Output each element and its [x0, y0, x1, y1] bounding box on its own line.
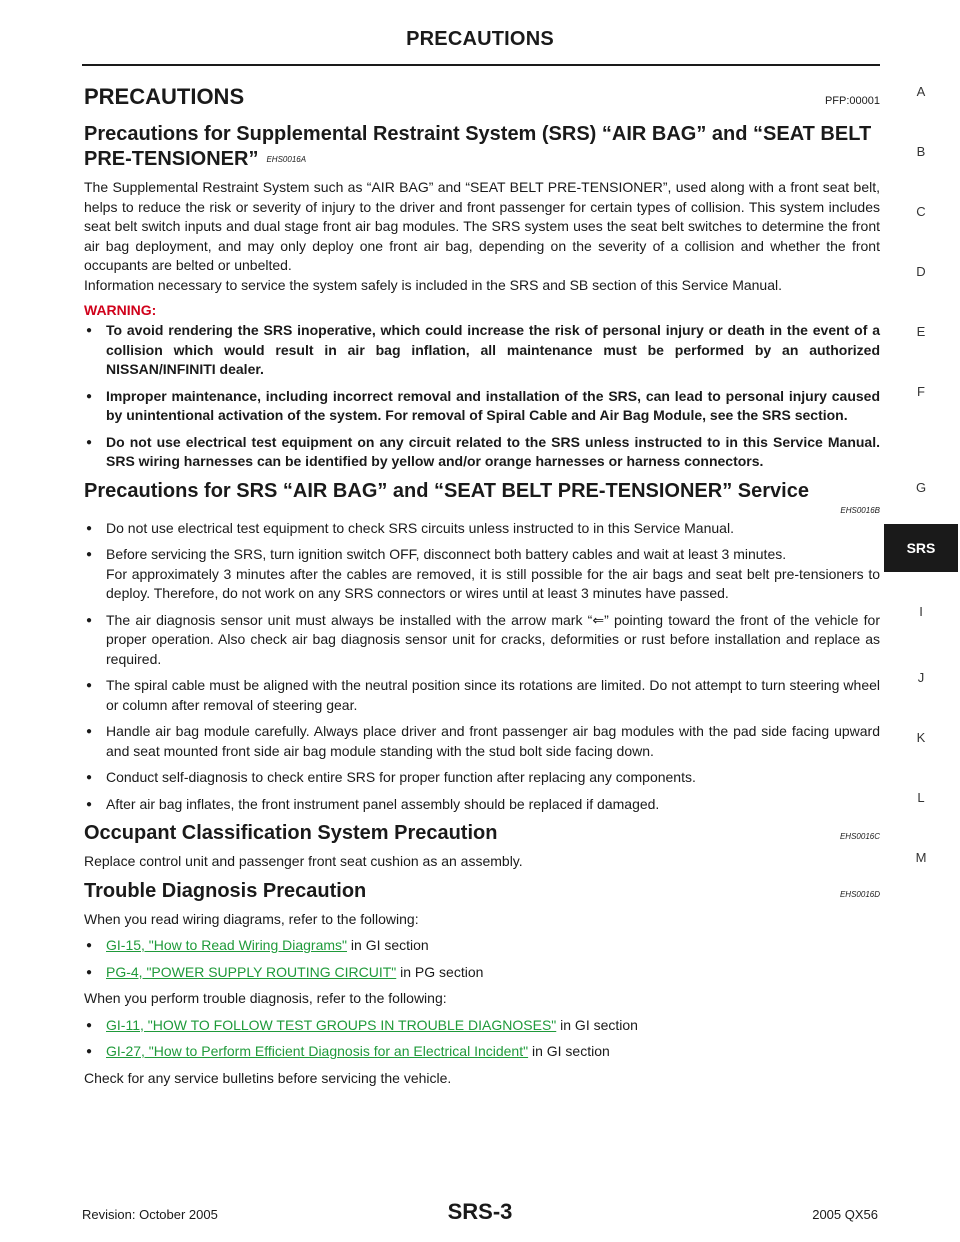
side-index-item-k[interactable]: K: [916, 730, 926, 745]
reference-item: GI-15, "How to Read Wiring Diagrams" in …: [84, 936, 880, 956]
section-srs-paragraph-2: Information necessary to service the sys…: [84, 276, 782, 293]
warning-list: To avoid rendering the SRS inoperative, …: [84, 321, 880, 472]
section-occupant-code: EHS0016C: [839, 832, 880, 842]
main-title-row: PRECAUTIONS PFP:00001: [84, 84, 880, 110]
side-index-item-c[interactable]: C: [916, 204, 926, 219]
section-srs-paragraph: The Supplemental Restraint System such a…: [84, 179, 880, 274]
section-service-heading-row: Precautions for SRS “AIR BAG” and “SEAT …: [84, 479, 880, 504]
side-index-item-srs-active[interactable]: SRS: [884, 524, 958, 572]
section-service-code: EHS0016B: [840, 505, 880, 515]
side-index-item-i[interactable]: I: [919, 604, 923, 619]
service-item: Handle air bag module carefully. Always …: [84, 722, 880, 761]
trouble-intro-2: When you perform trouble diagnosis, refe…: [84, 990, 447, 1007]
section-trouble-heading: Trouble Diagnosis Precaution: [84, 879, 367, 902]
service-list: Do not use electrical test equipment to …: [84, 519, 880, 815]
link-gi-27[interactable]: GI-27, "How to Perform Efficient Diagnos…: [106, 1043, 529, 1060]
section-trouble-code: EHS0016D: [839, 889, 880, 899]
page-footer: Revision: October 2005 SRS-3 2005 QX56: [82, 1199, 878, 1224]
link-pg-4[interactable]: PG-4, "POWER SUPPLY ROUTING CIRCUIT": [106, 963, 397, 980]
page-header-title: PRECAUTIONS: [406, 28, 554, 50]
side-index-item-d[interactable]: D: [916, 264, 926, 279]
side-index-item-j[interactable]: J: [917, 670, 925, 685]
reference-item: GI-11, "HOW TO FOLLOW TEST GROUPS IN TRO…: [84, 1016, 880, 1036]
section-srs-code: EHS0016A: [266, 155, 307, 165]
main-title-code: PFP:00001: [824, 95, 880, 107]
warning-item: Do not use electrical test equipment on …: [84, 433, 880, 472]
warning-label: WARNING:: [84, 302, 157, 319]
side-index-item-l[interactable]: L: [917, 790, 925, 805]
side-index-item-b[interactable]: B: [916, 144, 926, 159]
section-srs-heading-row: Precautions for Supplemental Restraint S…: [84, 122, 880, 172]
link-gi-15[interactable]: GI-15, "How to Read Wiring Diagrams": [106, 937, 348, 954]
main-content: PRECAUTIONS PFP:00001 Precautions for Su…: [84, 80, 880, 1095]
reference-item: GI-27, "How to Perform Efficient Diagnos…: [84, 1042, 880, 1062]
side-index-item-m[interactable]: M: [915, 850, 927, 865]
link-gi-11[interactable]: GI-11, "HOW TO FOLLOW TEST GROUPS IN TRO…: [106, 1016, 557, 1033]
trouble-intro-1: When you read wiring diagrams, refer to …: [84, 910, 419, 927]
service-item: Before servicing the SRS, turn ignition …: [84, 545, 880, 604]
service-item: Conduct self-diagnosis to check entire S…: [84, 768, 880, 788]
footer-revision: Revision: October 2005: [82, 1207, 218, 1222]
side-index-item-f[interactable]: F: [917, 384, 925, 399]
header-rule: [82, 64, 880, 66]
footer-model: 2005 QX56: [812, 1207, 878, 1222]
side-index-item-g[interactable]: G: [915, 480, 927, 495]
section-occupant-paragraph: Replace control unit and passenger front…: [84, 853, 523, 870]
reference-item: PG-4, "POWER SUPPLY ROUTING CIRCUIT" in …: [84, 963, 880, 983]
warning-item: To avoid rendering the SRS inoperative, …: [84, 321, 880, 380]
main-title: PRECAUTIONS: [84, 84, 245, 109]
wiring-links-list: GI-15, "How to Read Wiring Diagrams" in …: [84, 936, 880, 982]
warning-item: Improper maintenance, including incorrec…: [84, 387, 880, 426]
side-index-item-a[interactable]: A: [916, 84, 926, 99]
service-item: After air bag inflates, the front instru…: [84, 795, 880, 815]
section-occupant-heading: Occupant Classification System Precautio…: [84, 822, 498, 845]
diagnosis-links-list: GI-11, "HOW TO FOLLOW TEST GROUPS IN TRO…: [84, 1016, 880, 1062]
trouble-closing: Check for any service bulletins before s…: [84, 1069, 452, 1086]
service-item: The air diagnosis sensor unit must alway…: [84, 611, 880, 670]
section-trouble-heading-row: Trouble Diagnosis Precaution EHS0016D: [84, 879, 880, 904]
section-service-heading: Precautions for SRS “AIR BAG” and “SEAT …: [84, 479, 809, 502]
section-srs-heading: Precautions for Supplemental Restraint S…: [84, 123, 872, 170]
section-occupant-heading-row: Occupant Classification System Precautio…: [84, 821, 880, 846]
footer-page-number: SRS-3: [447, 1199, 513, 1224]
service-item: The spiral cable must be aligned with th…: [84, 676, 880, 715]
side-index-item-e[interactable]: E: [916, 324, 926, 339]
service-item: Do not use electrical test equipment to …: [84, 519, 880, 539]
